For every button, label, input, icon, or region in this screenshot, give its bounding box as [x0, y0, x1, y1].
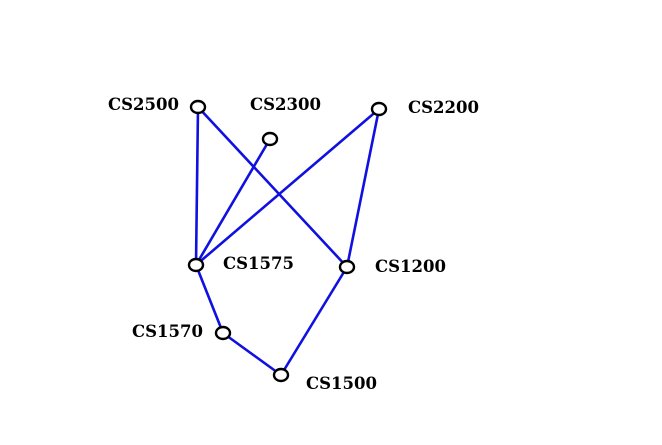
edge-cs2200-cs1200	[345, 107, 381, 269]
node-cs2500[interactable]	[189, 99, 207, 115]
node-cs1500[interactable]	[272, 367, 290, 383]
node-label-cs1570: CS1570	[132, 322, 203, 341]
edge-cs2200-cs1575	[194, 107, 381, 267]
edge-cs1200-cs1500	[279, 265, 349, 377]
edge-cs1570-cs1500	[221, 331, 283, 377]
edge-cs2500-cs1200	[196, 105, 349, 269]
node-label-cs2200: CS2200	[408, 98, 479, 117]
edge-layer	[194, 105, 381, 377]
edge-cs1575-cs1570	[194, 263, 225, 335]
node-cs2200[interactable]	[370, 101, 388, 117]
node-label-cs2500: CS2500	[108, 95, 179, 114]
node-label-cs1575: CS1575	[223, 254, 294, 273]
node-label-cs1200: CS1200	[375, 257, 446, 276]
node-label-cs1500: CS1500	[306, 374, 377, 393]
edge-cs2300-cs1575	[194, 137, 272, 267]
edge-cs2500-cs1575	[194, 105, 200, 267]
node-cs2300[interactable]	[261, 131, 279, 147]
node-cs1575[interactable]	[187, 257, 205, 273]
node-cs1570[interactable]	[214, 325, 232, 341]
node-cs1200[interactable]	[338, 259, 356, 275]
node-label-cs2300: CS2300	[250, 95, 321, 114]
node-layer	[187, 99, 388, 383]
